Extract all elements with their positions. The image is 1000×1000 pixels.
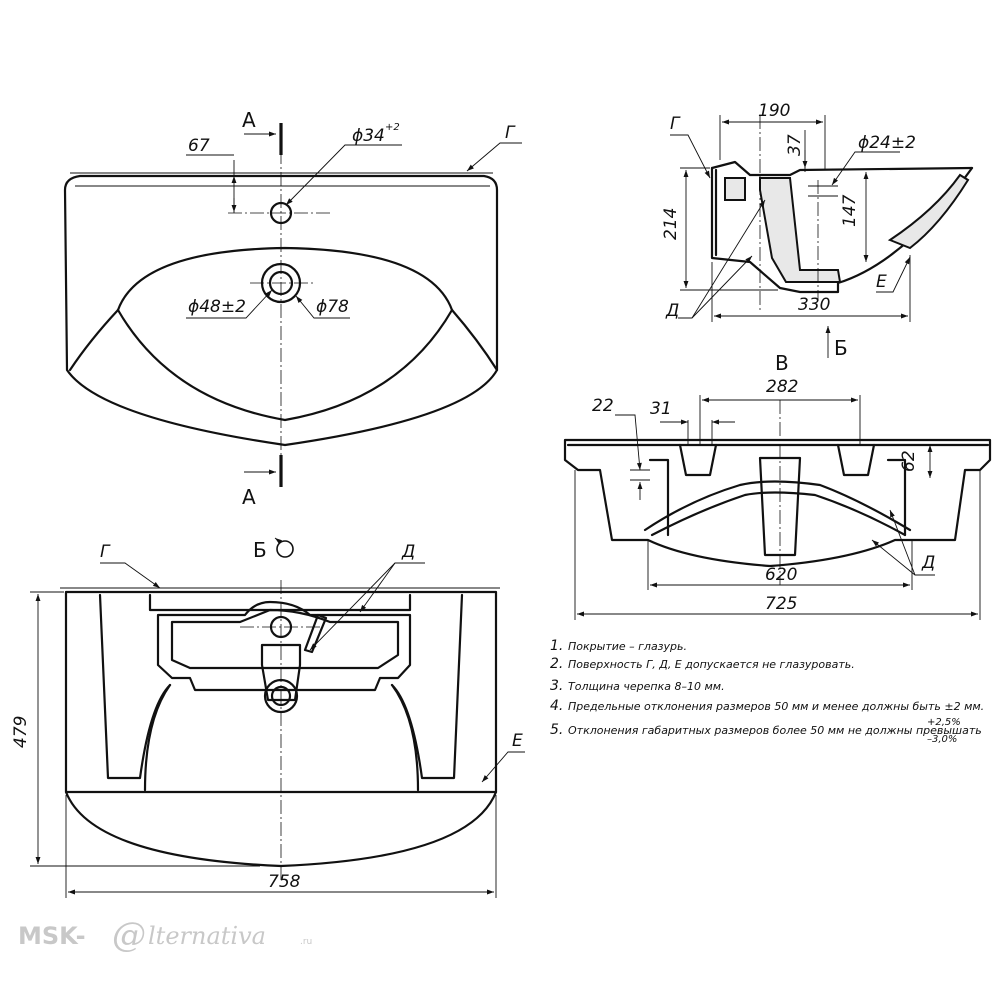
note-2-num: 2. [550, 656, 563, 672]
tolerance-minus: –3,0% [927, 734, 957, 745]
watermark-brand: MSK- [18, 922, 86, 950]
dim-hole-dia: ϕ34 [352, 126, 385, 146]
top-view: А А 67 ϕ34 +2 Г ϕ48±2 ϕ78 [63, 108, 522, 509]
note-2-text: Поверхность Г, Д, Е допускается не глазу… [568, 658, 855, 671]
dim-view-v-wall: 22 [592, 396, 614, 416]
watermark-at: @ [112, 915, 146, 955]
section-mark-bottom: А [242, 485, 256, 509]
dim-section-depth: 190 [758, 101, 790, 121]
view-b-arrow-label: Б [834, 336, 848, 360]
surface-e-view-b: Е [512, 731, 523, 751]
view-b: Б 479 758 Г Д [11, 537, 525, 898]
tolerance-plus: +2,5% [927, 717, 961, 728]
dim-section-inner-height: 147 [840, 194, 860, 227]
surface-d-view-v: Д [921, 553, 935, 573]
dim-view-v-lip: 62 [899, 450, 919, 472]
watermark-tld: .ru [300, 937, 312, 947]
dim-overflow-dia: ϕ24±2 [858, 133, 916, 153]
surface-e-section: Е [876, 272, 887, 292]
section-mark-top: А [242, 108, 256, 132]
watermark: MSK- @ lternativa .ru [18, 915, 312, 955]
dim-section-rim: 37 [785, 134, 805, 156]
dim-view-v-gap: 31 [650, 399, 672, 419]
view-b-rotate-icon [276, 540, 294, 558]
note-4-text: Предельные отклонения размеров 50 мм и м… [568, 700, 984, 713]
dim-section-height: 214 [661, 208, 681, 240]
notes: 1. Покрытие – глазурь. 2. Поверхность Г,… [550, 638, 984, 745]
dim-view-v-inner-width: 620 [765, 565, 797, 585]
dim-section-length: 330 [798, 295, 830, 315]
view-b-label: Б [253, 538, 267, 562]
surface-d-view-b: Д [401, 542, 415, 562]
note-1-text: Покрытие – глазурь. [568, 640, 687, 653]
surface-g-view-b: Г [100, 542, 111, 562]
dim-hole-offset: 67 [188, 136, 210, 156]
surface-g-top: Г [505, 123, 516, 143]
view-v: В 282 31 22 62 620 [563, 351, 992, 620]
view-v-label: В [775, 351, 789, 375]
section-aa: 190 37 ϕ24±2 214 147 330 Г Д Е Б [661, 101, 974, 360]
dim-view-b-width: 758 [268, 872, 301, 892]
note-1-num: 1. [550, 638, 563, 654]
dim-view-v-overall-width: 725 [765, 594, 797, 614]
note-3-num: 3. [550, 678, 563, 694]
surface-g-section: Г [670, 114, 681, 134]
note-5-text: Отклонения габаритных размеров более 50 … [568, 724, 982, 737]
dim-view-b-depth: 479 [11, 716, 31, 748]
dim-drain-dia: ϕ48±2 [188, 297, 246, 317]
note-4-num: 4. [550, 698, 563, 714]
note-5-num: 5. [550, 722, 563, 738]
surface-d-section: Д [665, 301, 679, 321]
note-3-text: Толщина черепка 8–10 мм. [568, 680, 725, 693]
dim-hole-tol: +2 [385, 122, 400, 133]
dim-view-v-span: 282 [766, 377, 798, 397]
watermark-rest: lternativa [148, 922, 266, 950]
dim-drain-outer: ϕ78 [316, 297, 349, 317]
